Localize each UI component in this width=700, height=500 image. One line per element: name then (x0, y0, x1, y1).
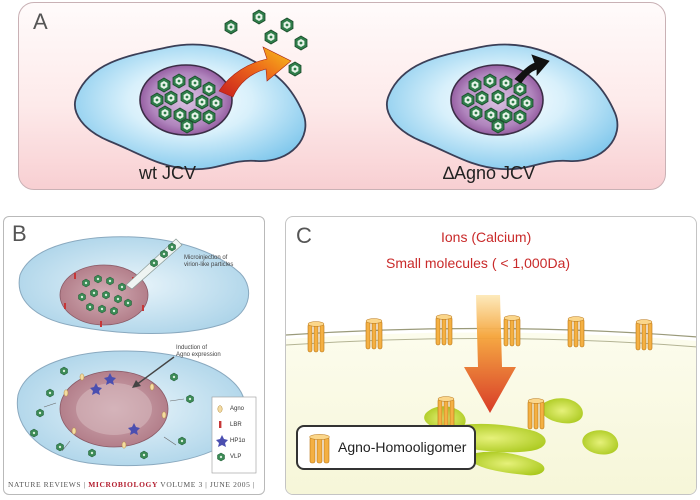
panel-a: A wt JCV ∆Agno JCV (18, 2, 666, 190)
caption-wt-jcv: wt JCV (139, 163, 197, 183)
label-ions-calcium: Ions (Calcium) (441, 229, 532, 245)
legend-channel-icon (309, 434, 330, 464)
blocked-arrow-dagno (514, 54, 550, 84)
footer-post: VOLUME 3 | JUNE 2005 | (157, 480, 256, 489)
panel-b-label: B (12, 221, 27, 246)
panel-b-illustration (16, 236, 257, 474)
legend-agno-icon (217, 405, 223, 413)
note-induction-line2: Agno expression (176, 352, 221, 358)
agno-markers-bottom (63, 373, 167, 449)
note-induction: Induction of Agno expression (176, 345, 221, 359)
panel-a-label: A (33, 9, 48, 34)
note-microinjection: Microinjection of virion-like particles (184, 255, 233, 269)
caption-dagno-jcv: ∆Agno JCV (443, 163, 536, 183)
release-arrow-wt (218, 46, 292, 98)
legend-hp1a-label: HP1α (230, 438, 246, 444)
footer-pre: NATURE REVIEWS | (8, 480, 89, 489)
panel-a-illustration (74, 9, 619, 171)
legend-agno-label: Agno (230, 406, 245, 412)
note-induction-line1: Induction of (176, 345, 208, 351)
journal-footer: NATURE REVIEWS | MICROBIOLOGY VOLUME 3 |… (8, 480, 255, 489)
microinjection-needle (125, 238, 183, 290)
note-microinjection-line2: virion-like particles (184, 262, 234, 268)
legend-lbr-icon (219, 421, 222, 428)
legend-vlp-label: VLP (230, 454, 242, 460)
induction-arrow (135, 356, 175, 386)
footer-magazine: MICROBIOLOGY (88, 480, 158, 489)
panel-b: B Microinjection of virion-like particle… (3, 216, 265, 495)
agno-homooligomer-legend: Agno-Homooligomer (296, 425, 476, 470)
legend-vlp-icon (217, 452, 225, 462)
entry-arrow (464, 295, 516, 413)
small-arrows-bottom (43, 398, 185, 452)
panel-c-label: C (296, 223, 312, 248)
note-microinjection-line1: Microinjection of (184, 255, 228, 261)
legend-hp1a-icon (216, 435, 228, 447)
hp1a-markers-bottom (90, 373, 140, 435)
legend-agno-homooligomer-label: Agno-Homooligomer (338, 439, 467, 455)
nucleus-bottom-inner (76, 383, 152, 435)
legend-lbr-label: LBR (230, 422, 242, 428)
label-small-molecules: Small molecules ( < 1,000Da) (386, 255, 571, 271)
